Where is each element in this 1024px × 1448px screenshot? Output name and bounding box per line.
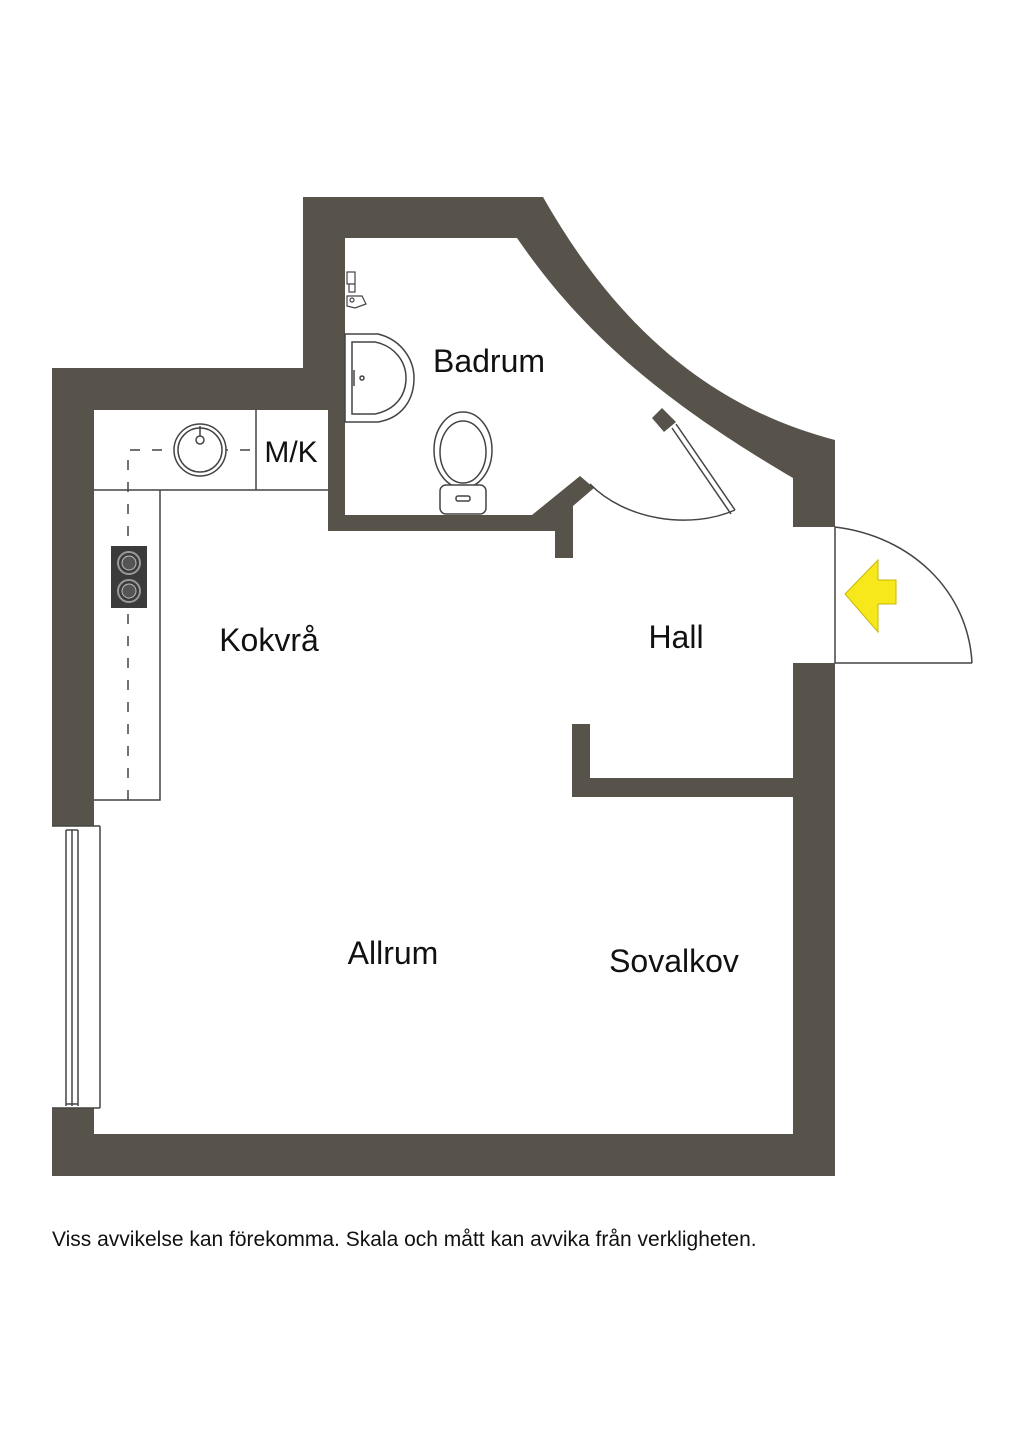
room-label-hall: Hall <box>648 619 703 655</box>
entrance-opening <box>793 527 837 663</box>
kitchen-sink-icon <box>173 423 227 477</box>
faucet-icon <box>346 271 367 309</box>
entrance-arrow-icon <box>844 558 897 634</box>
toilet-icon <box>433 411 493 515</box>
bathroom-door <box>589 423 736 521</box>
bathroom-wall-west <box>328 410 345 515</box>
bath-sink-icon <box>344 333 415 423</box>
kitchen-counter <box>94 410 328 801</box>
disclaimer-text: Viss avvikelse kan förekomma. Skala och … <box>52 1228 757 1251</box>
entrance-door <box>834 526 973 664</box>
room-label-kokvra: Kokvrå <box>219 622 319 658</box>
room-label-sovalkov: Sovalkov <box>609 943 739 979</box>
room-label-mk: M/K <box>264 436 317 469</box>
bathroom-wall-south <box>328 476 594 558</box>
bathroom-wall-east-stub <box>652 408 676 432</box>
sovalkov-partition <box>572 724 793 797</box>
room-label-allrum: Allrum <box>348 935 439 971</box>
window-west <box>52 826 100 1108</box>
counter-dashed-edge <box>127 449 255 800</box>
hall-east-wall-upper <box>793 440 835 527</box>
stove-icon <box>111 546 147 608</box>
interior-floor <box>94 238 793 1134</box>
room-label-badrum: Badrum <box>433 343 545 379</box>
